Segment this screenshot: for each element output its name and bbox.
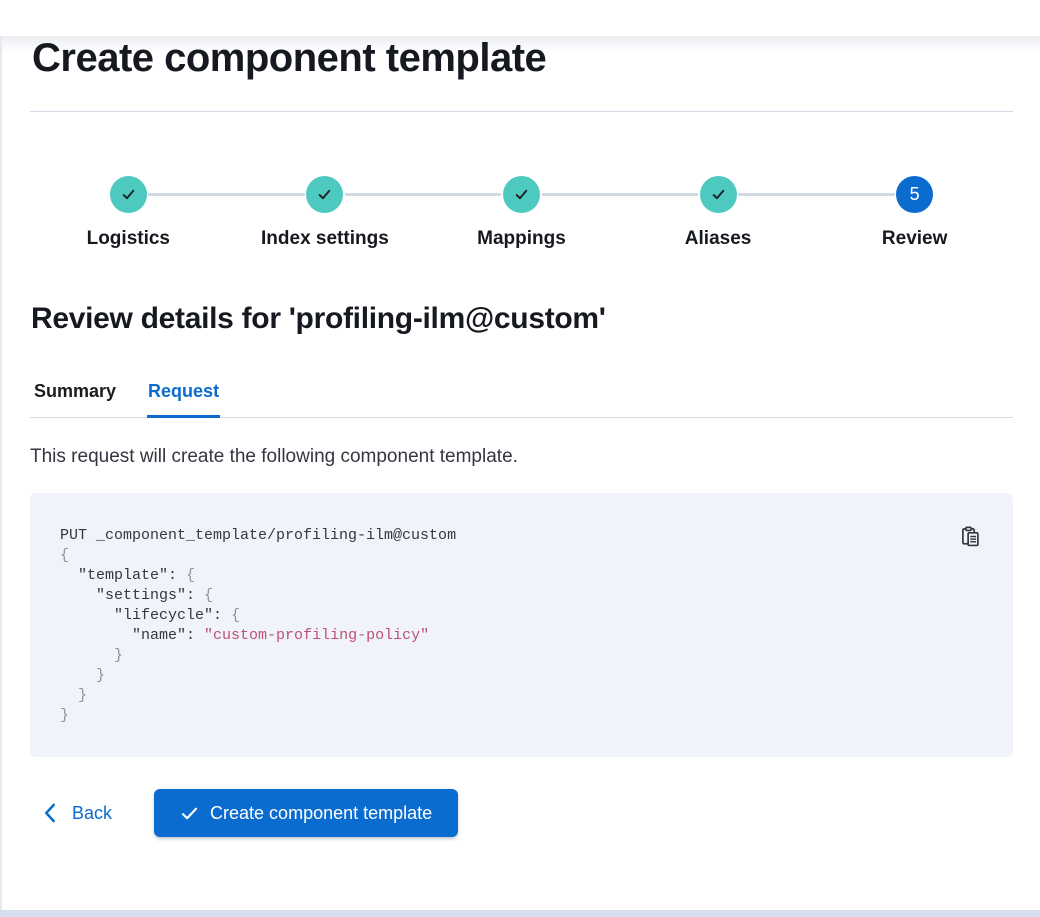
check-icon: [515, 189, 528, 200]
step-circle-current: 5: [896, 176, 934, 213]
check-icon: [181, 807, 198, 819]
code-line: "name": "custom-profiling-policy": [132, 627, 430, 645]
code-line: }: [60, 667, 106, 685]
chevron-left-icon: [45, 803, 55, 823]
step-number: 5: [909, 184, 920, 204]
step-aliases[interactable]: Aliases: [620, 176, 817, 250]
step-connectors: [30, 193, 1013, 196]
code-line: {: [60, 547, 70, 565]
tabs: Summary Request: [30, 381, 1013, 418]
copy-clipboard-icon: [961, 526, 979, 546]
step-circle-complete: [306, 176, 344, 213]
step-label: Aliases: [684, 228, 752, 249]
step-label: Review: [881, 228, 948, 249]
code-line: "settings": {: [96, 587, 214, 605]
check-icon: [712, 189, 724, 200]
tab-request[interactable]: Request: [147, 381, 221, 418]
wizard-footer: Back Create component template: [30, 789, 1013, 838]
page-bottom-strip: [0, 910, 1040, 917]
step-label: Index settings: [261, 228, 389, 249]
code-line: "lifecycle": {: [114, 607, 241, 625]
step-label: Logistics: [86, 228, 170, 249]
review-heading: Review details for 'profiling-ilm@custom…: [31, 302, 606, 335]
step-label: Mappings: [477, 228, 566, 249]
create-component-template-button[interactable]: Create component template: [154, 789, 459, 838]
page-top-gradient: [0, 36, 1040, 52]
page-left-edge: [0, 36, 2, 917]
step-index-settings[interactable]: Index settings: [227, 176, 424, 250]
code-line: }: [60, 687, 88, 705]
page-title: Create component template: [32, 36, 547, 80]
step-connector: [541, 193, 699, 196]
code-line: PUT _component_template/profiling-ilm@cu…: [60, 527, 457, 545]
step-connector: [148, 193, 305, 196]
submit-label: Create component template: [210, 802, 433, 823]
code-line: }: [60, 647, 124, 665]
code-line: "template": {: [78, 567, 196, 585]
copy-button[interactable]: [953, 519, 987, 553]
step-connector: [344, 193, 502, 196]
back-button[interactable]: Back: [42, 803, 112, 824]
title-divider: [30, 111, 1013, 112]
check-icon: [122, 189, 135, 200]
step-circle-complete: [109, 176, 147, 213]
step-logistics[interactable]: Logistics: [30, 176, 227, 250]
step-circle-complete: [502, 176, 540, 213]
code-line: }: [60, 707, 70, 725]
back-label: Back: [72, 802, 113, 823]
step-circle-complete: [699, 176, 737, 213]
create-component-template-page: Create component template Logistics Index…: [0, 36, 1040, 838]
step-mappings[interactable]: Mappings: [423, 176, 620, 250]
tab-summary[interactable]: Summary: [33, 381, 117, 417]
request-description: This request will create the following c…: [30, 445, 518, 467]
check-icon: [319, 189, 331, 200]
step-connector: [738, 193, 895, 196]
code-content: PUT _component_template/profiling-ilm@cu…: [60, 526, 983, 726]
request-code-block: PUT _component_template/profiling-ilm@cu…: [30, 493, 1013, 758]
